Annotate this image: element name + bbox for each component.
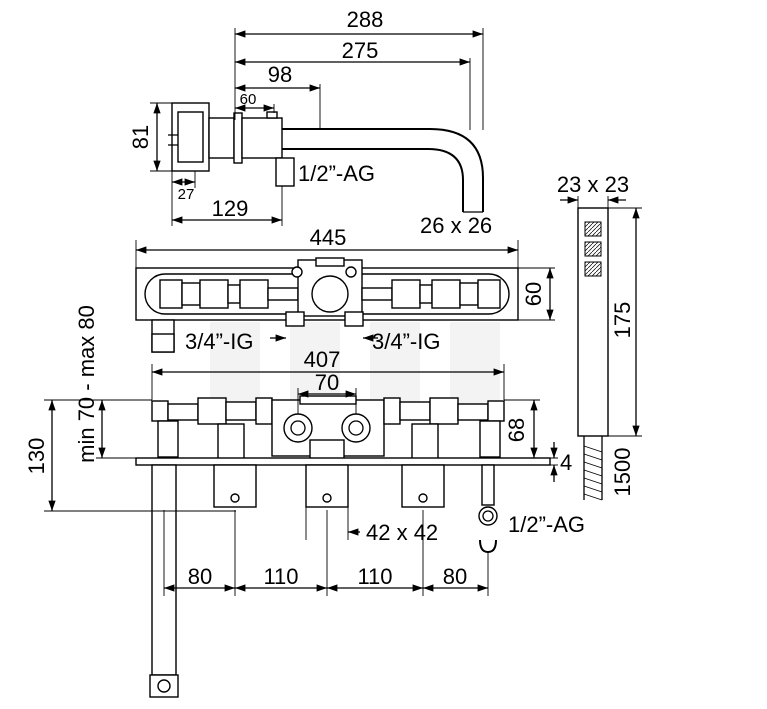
dim-plate-60-label: 60 <box>521 282 546 306</box>
watermark <box>210 322 500 412</box>
dim-68-label: 68 <box>504 418 529 442</box>
spacing-3-label: 110 <box>357 564 392 589</box>
dim-445: 445 <box>135 225 519 268</box>
spout-section-label: 26 x 26 <box>420 213 492 238</box>
dim-407: 407 <box>151 347 505 400</box>
handshower-section-label: 23 x 23 <box>557 172 629 197</box>
inlet-left-label: 3/4”-IG <box>185 329 253 354</box>
dim-70-label: 70 <box>315 370 339 395</box>
inlet-right-label: 3/4”-IG <box>372 329 440 354</box>
handle-section-label: 42 x 42 <box>366 520 438 545</box>
dim-1500-label: 1500 <box>610 448 635 497</box>
dim-60-label: 60 <box>240 91 257 108</box>
dim-installation-depth: min 70 - max 80 <box>74 305 152 463</box>
spacing-1-label: 80 <box>188 564 212 589</box>
dim-288: 288 <box>234 7 484 130</box>
dim-81: 81 <box>128 102 172 172</box>
valve-body-top-view <box>135 395 551 698</box>
spacing-4-label: 80 <box>443 564 467 589</box>
dim-129: 129 <box>171 186 283 226</box>
dim-27: 27 <box>171 171 196 203</box>
dim-plate-60: 60 <box>518 267 555 321</box>
dim-spacings: 80 110 110 80 <box>163 510 489 596</box>
hose-thread-label: 1/2”-AG <box>508 512 585 537</box>
dim-68: 68 <box>504 399 558 459</box>
dim-60: 60 <box>235 91 275 113</box>
dim-4-label: 4 <box>560 450 572 475</box>
dim-129-label: 129 <box>212 196 249 221</box>
dim-275-label: 275 <box>342 38 379 63</box>
spout-side-view <box>168 102 484 213</box>
dim-70: 70 <box>297 370 357 414</box>
dim-27-label: 27 <box>178 186 195 203</box>
dim-275: 275 <box>235 38 471 130</box>
spout-thread-label: 1/2”-AG <box>298 161 375 186</box>
dim-81-label: 81 <box>128 125 153 149</box>
dim-130: 130 <box>24 399 236 512</box>
dim-407-label: 407 <box>304 347 341 372</box>
cover-plate-front-view <box>135 257 519 353</box>
hand-shower <box>577 207 609 501</box>
dim-288-label: 288 <box>347 7 384 32</box>
installation-depth-label: min 70 - max 80 <box>74 305 99 463</box>
dim-98-label: 98 <box>268 62 292 87</box>
dim-175-label: 175 <box>610 302 635 339</box>
dim-130-label: 130 <box>24 438 49 475</box>
dim-445-label: 445 <box>310 225 347 250</box>
dim-4: 4 <box>550 442 572 482</box>
dim-98: 98 <box>235 62 321 129</box>
spacing-2-label: 110 <box>263 564 298 589</box>
dim-175: 175 <box>608 207 642 437</box>
dim-handshower-section: 23 x 23 <box>557 172 629 208</box>
